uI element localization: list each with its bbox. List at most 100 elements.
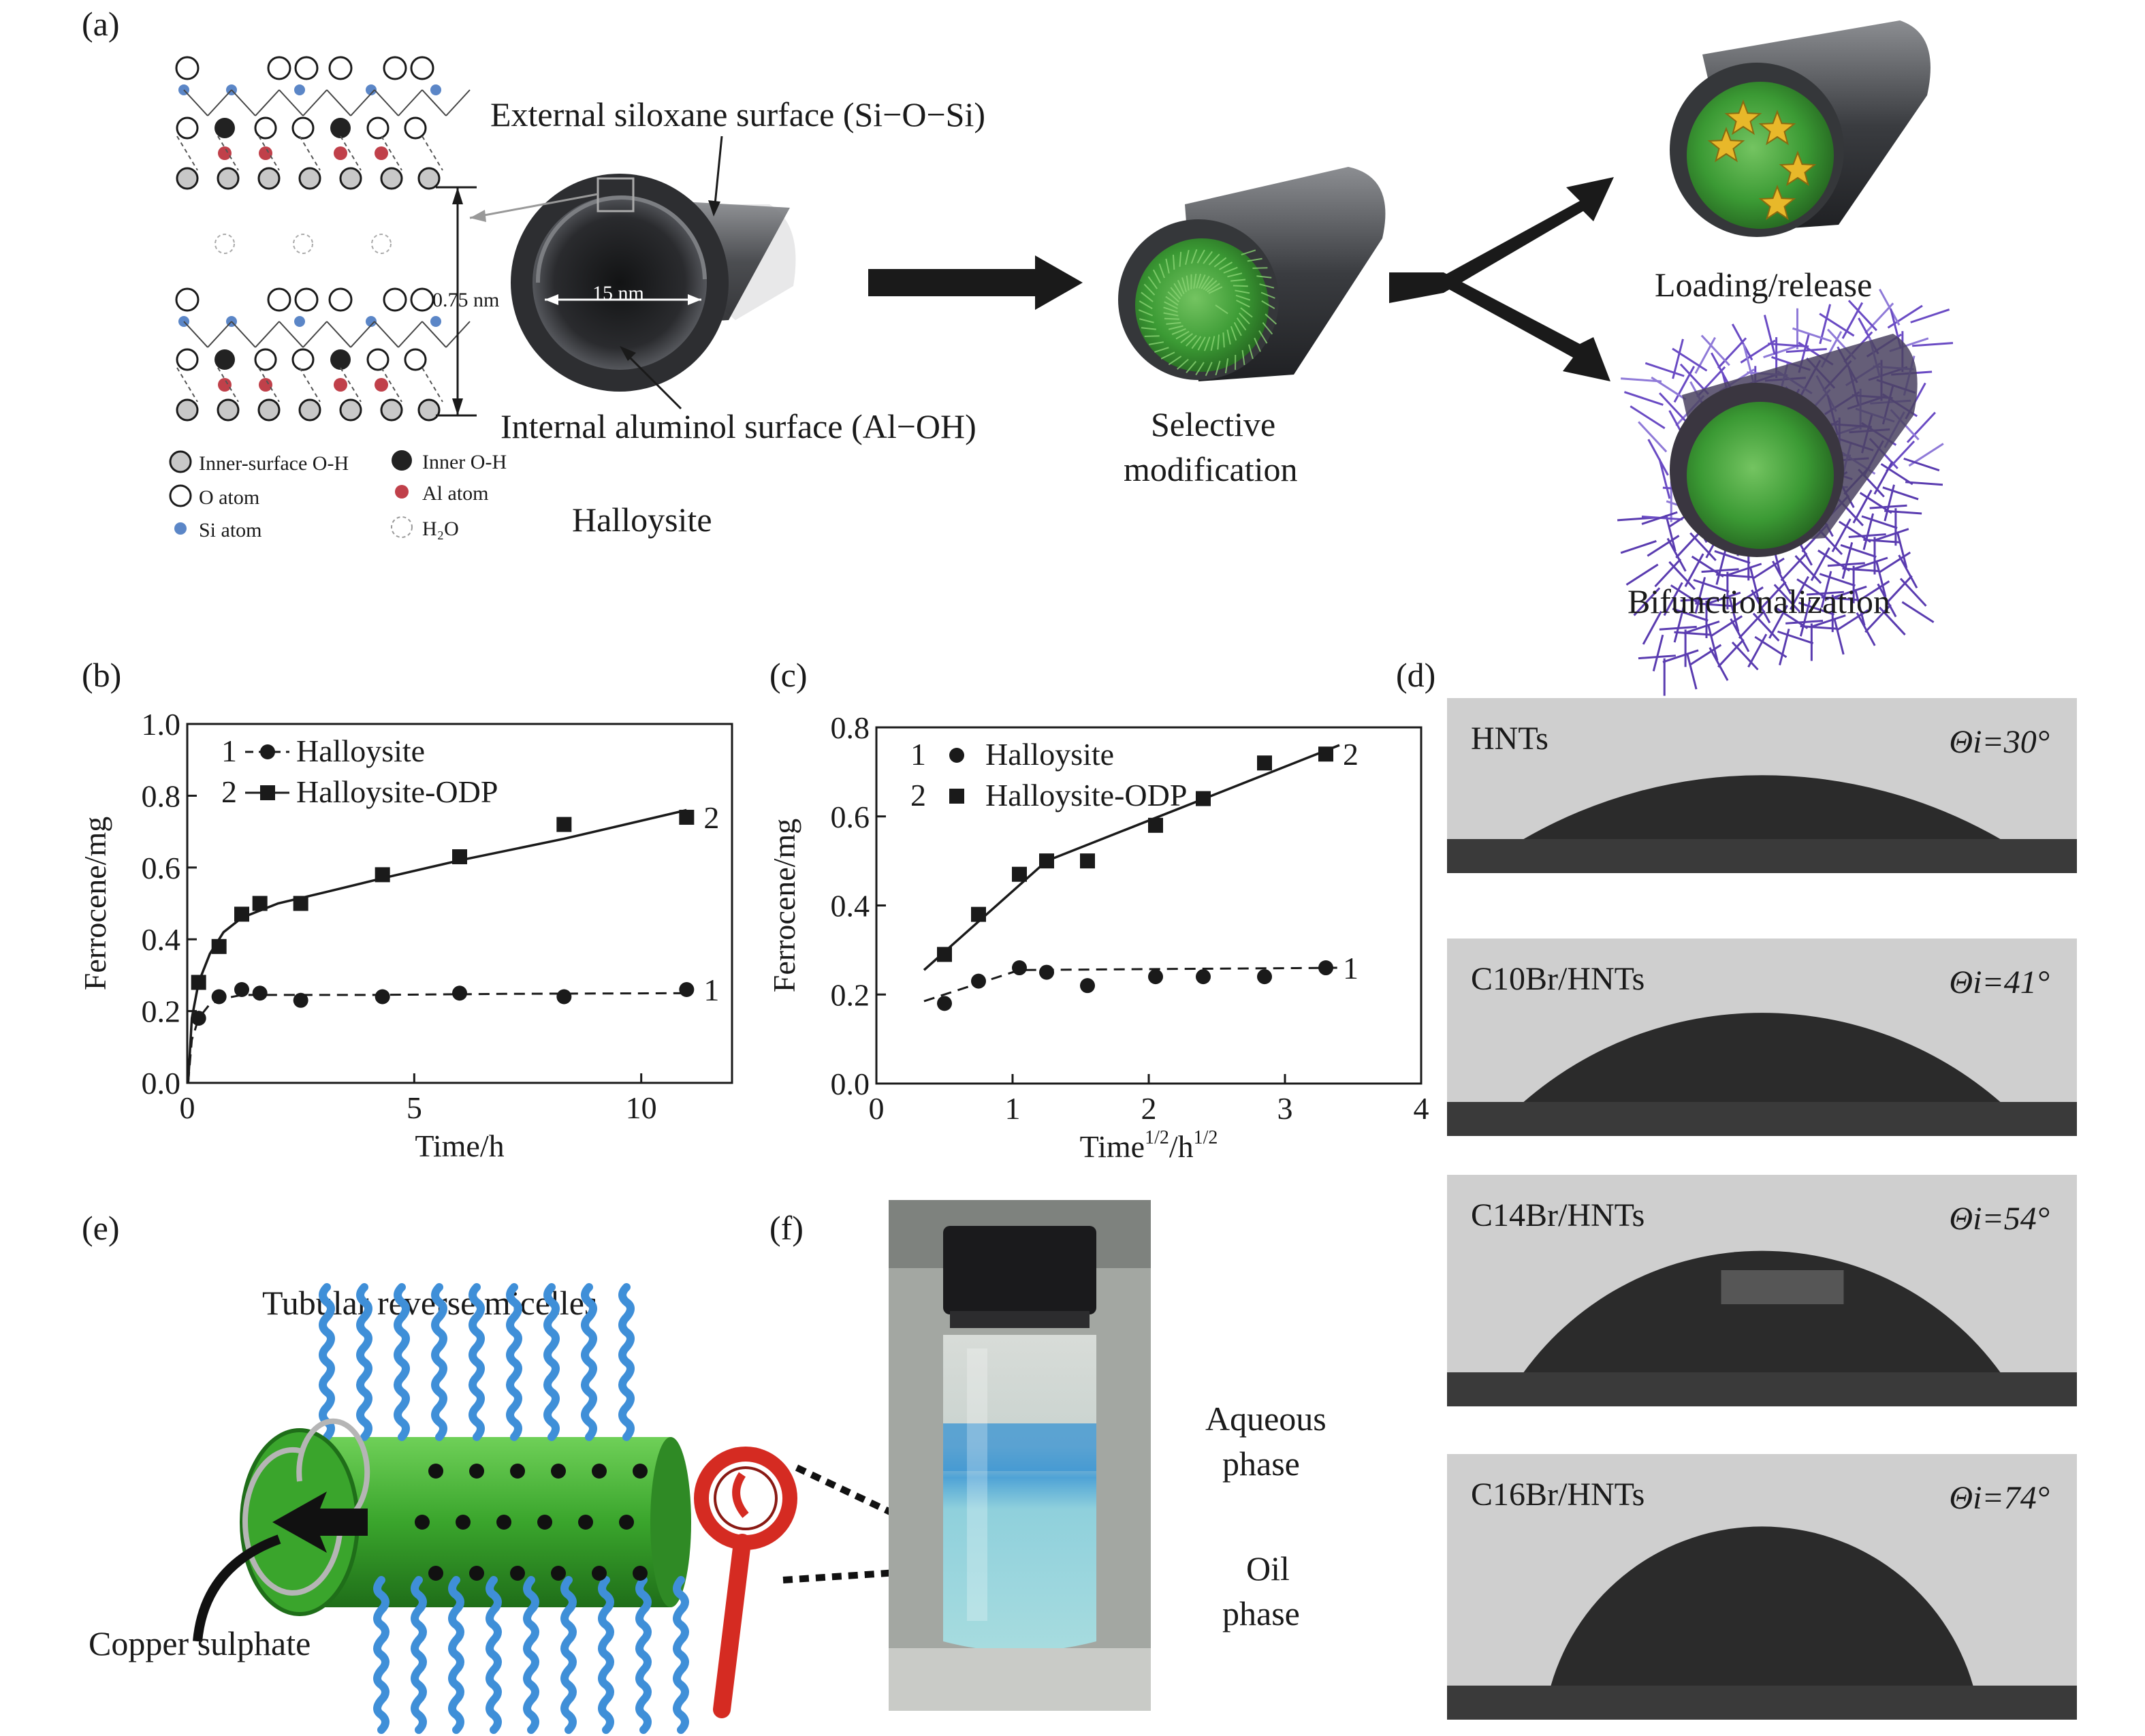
data-point-halloysite-odp [1318,746,1333,762]
al-atom [334,378,347,392]
fiber [1171,328,1186,335]
fiber [1204,336,1211,351]
inner-surface-oh-symbol [169,450,192,473]
legend-number: 2 [221,774,237,809]
panel-e: (e) Tubular reverse micelles Copper sulp… [82,1209,993,1734]
surfactant-head [469,1566,484,1581]
y-tick-label: 0.4 [142,922,181,957]
fiber [1841,302,1864,339]
al-atom [375,146,388,160]
data-point-halloysite [937,996,952,1011]
droplet [1523,775,2001,839]
data-point-halloysite-odp [1196,791,1211,806]
bond [302,321,328,348]
y-tick-label: 1.0 [142,707,181,742]
fiber [1177,280,1185,294]
contact-angle: Θi=41° [1949,964,2050,1000]
data-point-halloysite-odp [375,867,390,883]
o-atom [294,56,319,80]
fiber [1207,283,1220,293]
fiber [1878,551,1911,574]
h2o-molecule [293,234,313,254]
bond [381,367,402,403]
surfactant-head [578,1515,593,1530]
fiber [1193,273,1197,289]
bond [176,136,198,171]
data-point-halloysite-odp [1012,866,1027,882]
series-end-label: 2 [1343,737,1358,772]
surfactant-tail [581,1283,597,1441]
fiber [1672,347,1708,372]
y-tick-label: 0.2 [831,977,870,1012]
substrate [1447,839,2077,873]
fiber [1833,618,1845,655]
fiber [1694,577,1706,614]
fiber [1693,579,1730,593]
fiber [1203,277,1214,290]
fiber [1215,360,1221,376]
fiber [1827,562,1865,567]
fiber [1905,481,1943,486]
surfactant-head [496,1515,511,1530]
o-atom [176,116,199,140]
surfactant-tail [523,1576,539,1734]
o-atom [175,56,200,80]
fiber [1620,540,1657,554]
o-atom [366,348,390,371]
surfactant-head [633,1464,648,1479]
al-atom [259,378,272,392]
star-icon [1758,110,1796,146]
legend-label: Halloysite [985,737,1114,772]
surfactant-tail [486,1576,502,1734]
fiber [1198,274,1206,289]
data-point-halloysite [971,973,986,989]
contact-angle: Θi=74° [1949,1480,2050,1516]
o-atom [294,287,319,312]
h2o-molecule [371,234,392,254]
star-icon [1758,185,1796,221]
series-halloysite-fit [923,966,1340,1003]
loading-release-label: Loading/release [1655,266,1872,304]
data-point-halloysite [211,989,227,1005]
legend-label: Halloysite-ODP [985,778,1187,812]
fiber [1265,313,1277,325]
fiber [1751,589,1771,624]
fiber [1875,560,1887,597]
surfactant-head [428,1566,443,1581]
inner-surface-oh [339,398,362,422]
fiber [1152,269,1161,284]
fiber [1165,296,1179,306]
fiber [1819,573,1856,587]
inner-surface-oh [417,398,441,422]
series-end-label: 1 [1343,951,1358,985]
fiber [1190,249,1198,264]
inner-surface-oh [298,398,321,422]
fiber [1239,312,1250,325]
si-atom [366,316,377,327]
fiber [1772,561,1792,595]
al-atom [375,378,388,392]
y-tick-label: 0.8 [831,710,870,745]
fiber [1800,625,1838,630]
fiber [1177,358,1189,370]
inner-surface-oh [257,167,281,190]
fiber [1886,440,1916,472]
fiber [1213,257,1227,268]
bond [398,89,423,116]
bond [422,321,447,348]
bond [299,136,321,171]
inner-oh-symbol [392,450,412,471]
fiber [1863,538,1901,543]
process-arrow [868,255,1083,310]
bond [302,89,328,116]
bond [374,321,399,348]
legend-marker [260,785,275,800]
fiber [1260,291,1275,299]
fiber [1235,289,1250,294]
legend-label: Halloysite-ODP [296,774,498,809]
fiber [1709,647,1729,681]
fiber [1695,602,1733,607]
series-end-label: 1 [703,973,719,1007]
data-point-halloysite-odp [191,975,206,990]
